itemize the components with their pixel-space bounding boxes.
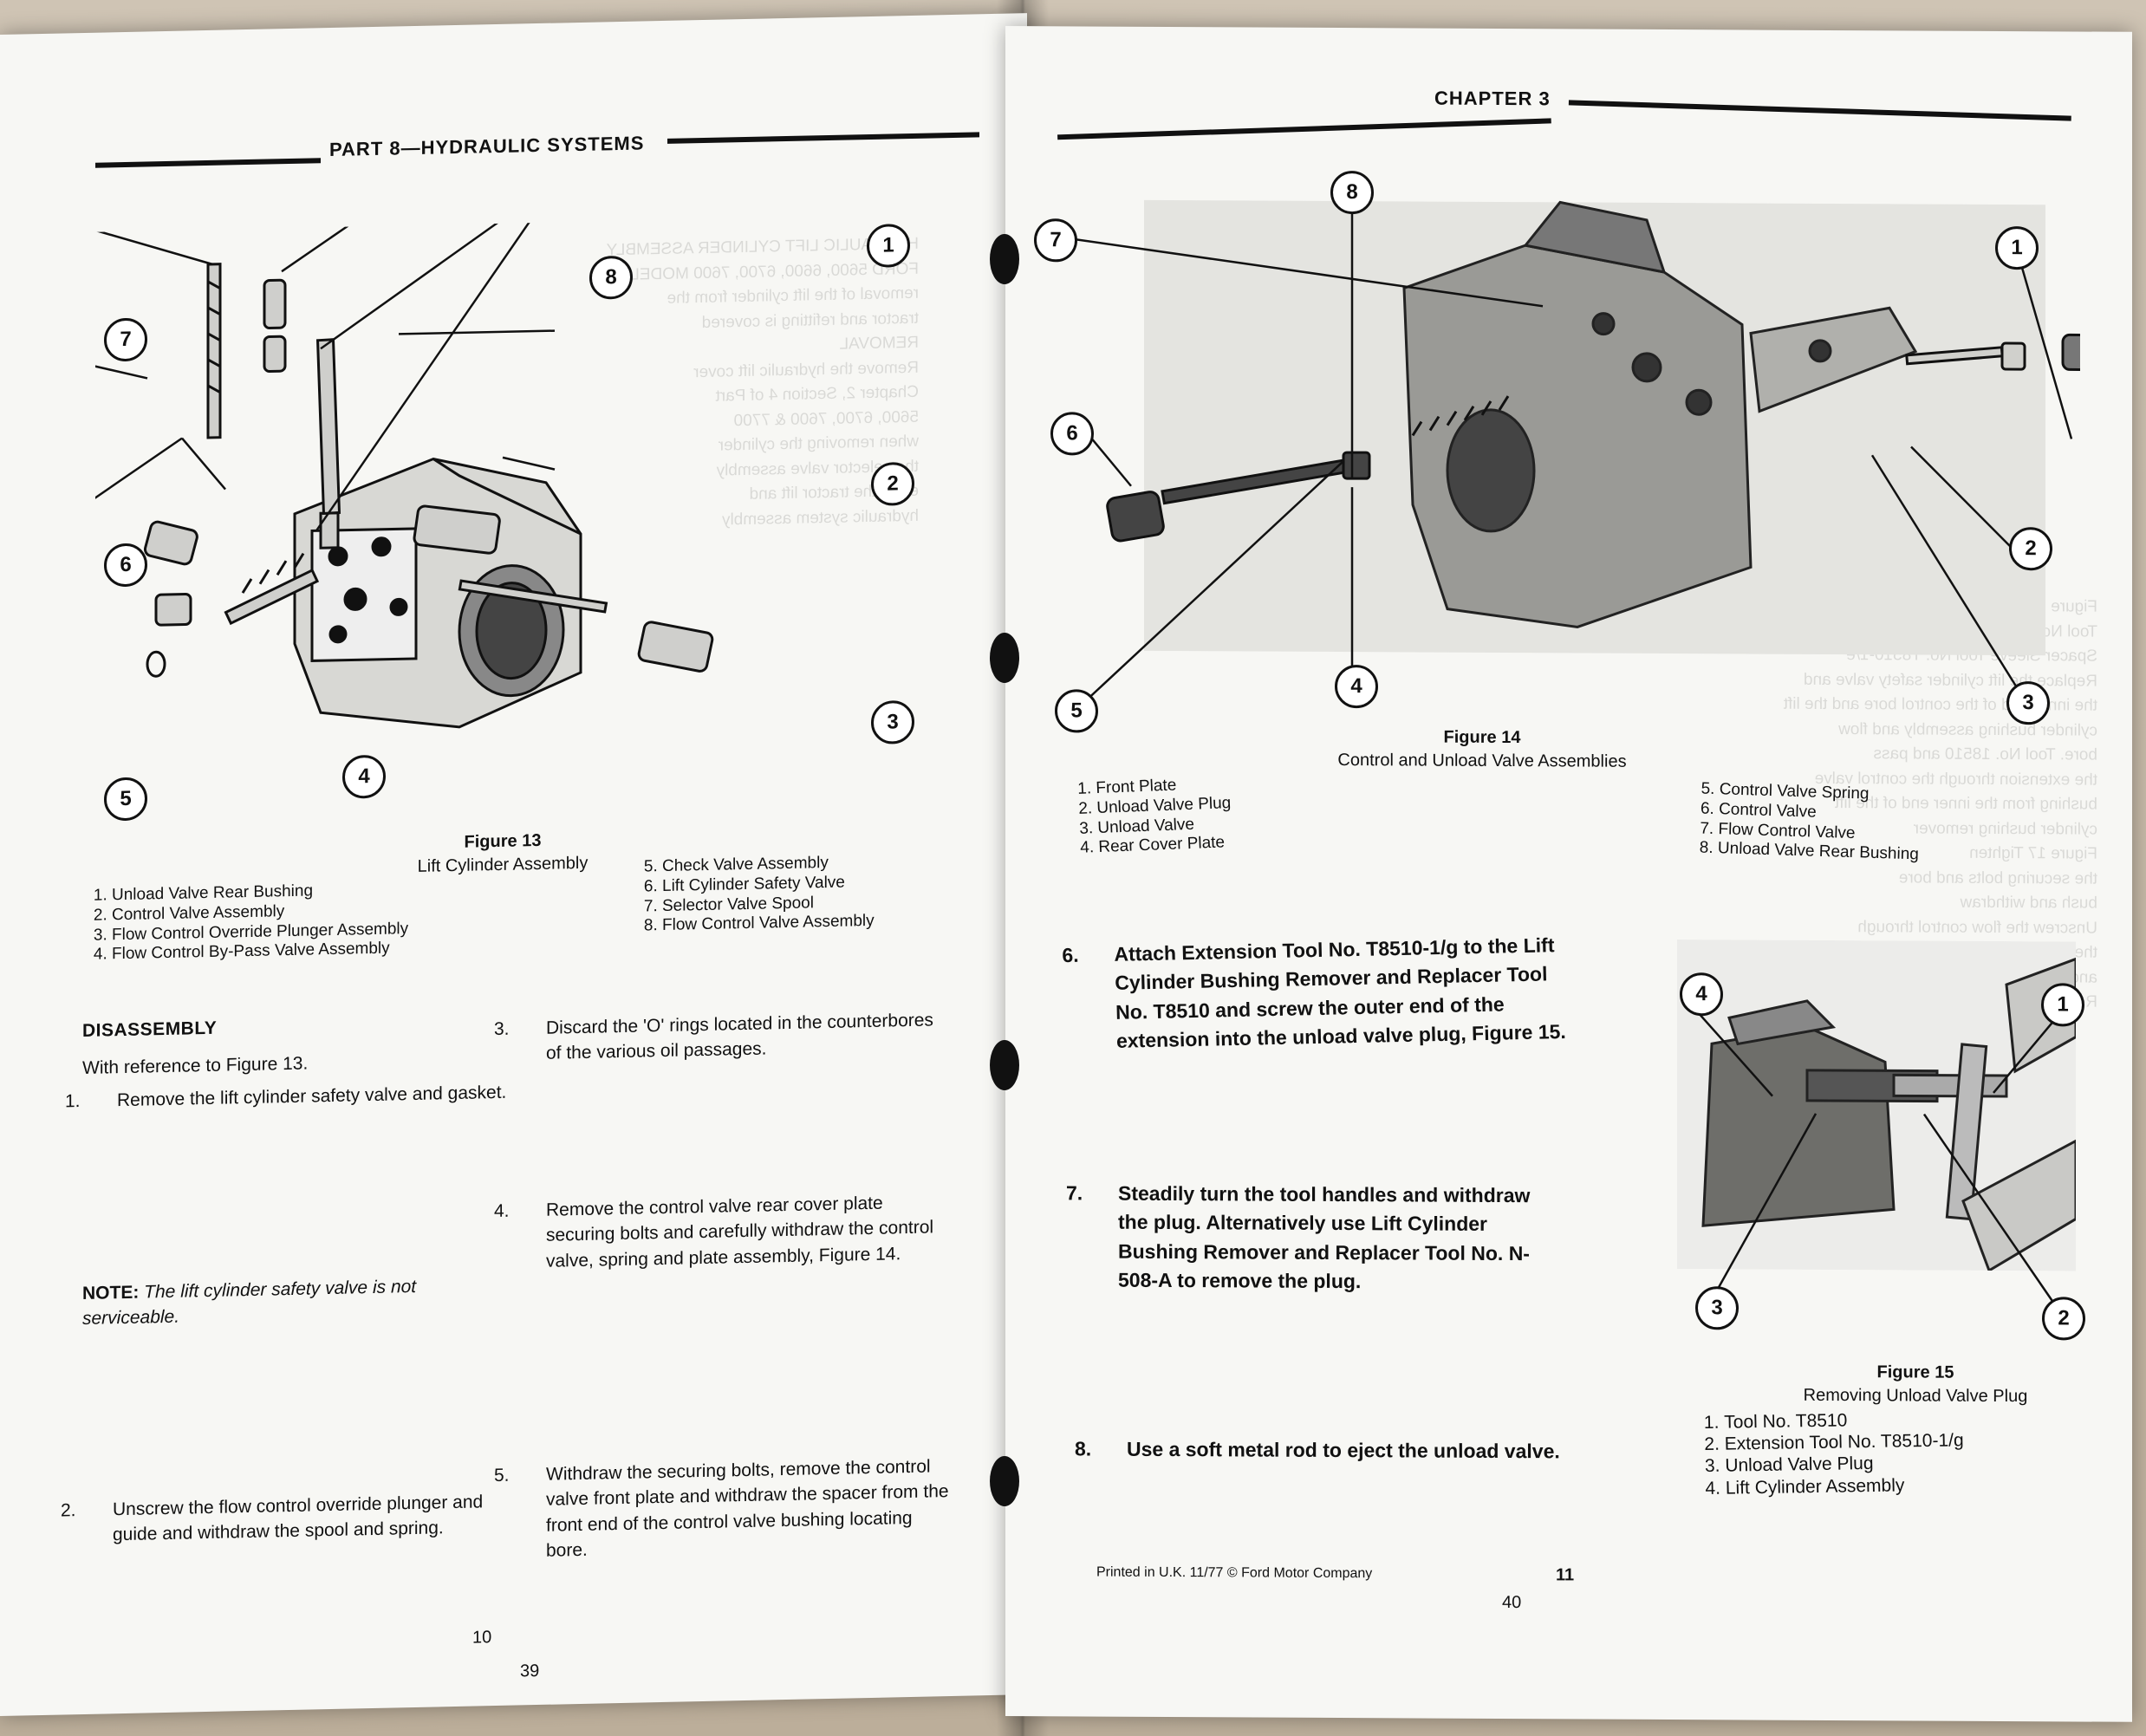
figure13-exploded-drawing (95, 213, 714, 729)
step-3-text: Discard the 'O' rings located in the cou… (546, 1010, 933, 1064)
printer-footer: Printed in U.K. 11/77 © Ford Motor Compa… (1096, 1564, 1373, 1582)
figure15-callout-2: 2 (2042, 1297, 2085, 1341)
figure15-caption: Figure 15 Removing Unload Valve Plug (1751, 1361, 2080, 1409)
note-label: NOTE: (82, 1282, 140, 1304)
figure14-leader-lines (1070, 179, 2073, 712)
binder-hole (990, 234, 1019, 284)
binder-hole (990, 1040, 1019, 1090)
figure13-legend-b: Check Valve Assembly Lift Cylinder Safet… (633, 849, 1026, 937)
header-rule-right (667, 132, 979, 144)
note: NOTE: The lift cylinder safety valve is … (82, 1272, 507, 1332)
left-page-header: PART 8—HYDRAULIC SYSTEMS (329, 132, 645, 161)
figure15-title: Removing Unload Valve Plug (1803, 1385, 2028, 1407)
right-page: CHAPTER 3 Figure 16 Removing Lift Cylind… (1005, 26, 2132, 1722)
figure15-photo (1677, 940, 2076, 1271)
figure13-legend-a: Unload Valve Rear Bushing Control Valve … (82, 876, 563, 966)
right-page-number-secondary: 40 (1502, 1593, 1522, 1613)
figure15-leader-lines (1698, 1012, 2060, 1311)
left-page-number-secondary: 39 (520, 1661, 540, 1681)
step-1-text: Remove the lift cylinder safety valve an… (117, 1082, 507, 1111)
step-4: 4.Remove the control valve rear cover pl… (494, 1193, 934, 1271)
step-8-text: Use a soft metal rod to eject the unload… (1127, 1437, 1560, 1463)
step-2: 2.Unscrew the flow control override plun… (61, 1492, 484, 1545)
step-8: 8.Use a soft metal rod to eject the unlo… (1075, 1437, 1560, 1463)
step-5: 5.Withdraw the securing bolts, remove th… (494, 1456, 949, 1561)
figure15-legend: Tool No. T8510 Extension Tool No. T8510-… (1694, 1406, 2107, 1499)
step-3: 3.Discard the 'O' rings located in the c… (494, 1010, 933, 1064)
figure13-label: Figure 13 (464, 830, 542, 852)
step-2-text: Unscrew the flow control override plunge… (113, 1492, 484, 1545)
figure15-callout-1: 1 (2041, 983, 2084, 1027)
binder-hole (990, 1456, 1019, 1506)
figure13-caption: Figure 13 Lift Cylinder Assembly (364, 827, 641, 880)
left-page-number: 10 (472, 1628, 492, 1648)
right-page-number: 11 (1556, 1565, 1575, 1585)
disassembly-heading: DISASSEMBLY (82, 1018, 218, 1042)
step-5-text: Withdraw the securing bolts, remove the … (546, 1456, 949, 1561)
figure15-label: Figure 15 (1876, 1362, 1954, 1382)
binder-hole (990, 633, 1019, 683)
figure15-callout-3: 3 (1695, 1286, 1739, 1330)
header-rule-left (95, 158, 321, 168)
figure15-callout-4: 4 (1680, 972, 1723, 1017)
disassembly-intro: With reference to Figure 13. (82, 1053, 309, 1079)
figure14-photo (1106, 199, 2080, 656)
left-page: PART 8—HYDRAULIC SYSTEMS HYDRAULIC LIFT … (0, 13, 1027, 1717)
step-4-text: Remove the control valve rear cover plat… (546, 1193, 934, 1271)
step-1: 1.Remove the lift cylinder safety valve … (65, 1082, 507, 1112)
figure13-title: Lift Cylinder Assembly (417, 853, 589, 876)
